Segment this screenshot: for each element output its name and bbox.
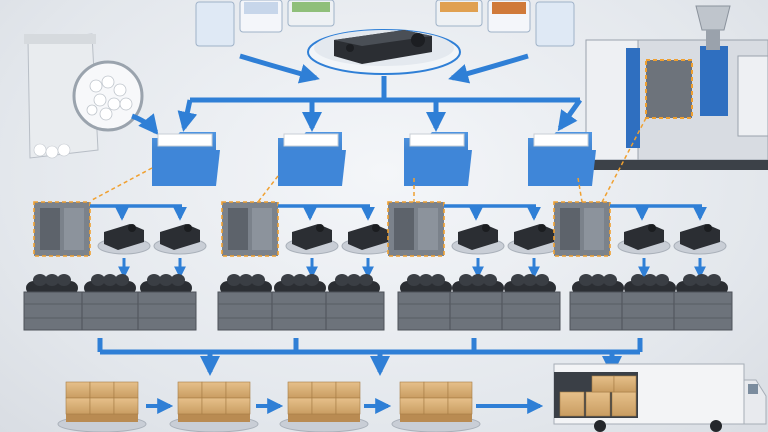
molded-part-icon	[285, 224, 339, 255]
resin-pellet-bag-icon	[24, 33, 159, 159]
molded-part-icon	[673, 224, 727, 255]
boxed-pallet-icon	[279, 381, 369, 432]
molded-part-icon	[451, 224, 505, 255]
parts-crate-icon	[217, 274, 277, 331]
molded-part-icon	[97, 224, 151, 255]
seasonal-calendar-icon	[195, 0, 575, 47]
crate-row	[23, 274, 733, 331]
mold-icon	[221, 201, 279, 257]
production-folders	[152, 132, 596, 186]
parts-crate-icon	[501, 274, 561, 331]
design-flow-arrows	[177, 53, 583, 132]
parts-crate-icon	[325, 274, 385, 331]
calendar-ring	[195, 0, 575, 75]
mold-to-parts-arrow	[90, 204, 187, 221]
molded-part-icon	[153, 224, 207, 255]
parts-crate-icon	[397, 274, 457, 331]
mold-to-parts-arrow	[278, 204, 375, 221]
parts-crate-icon	[81, 274, 141, 331]
boxed-pallet-icon	[169, 381, 259, 432]
mold-links	[91, 117, 647, 207]
molding-line	[553, 201, 727, 279]
mold-to-parts-arrow	[610, 204, 707, 221]
parts-crate-icon	[569, 274, 629, 331]
molding-line	[387, 201, 561, 279]
molding-line	[33, 201, 207, 279]
molded-part-icon	[507, 224, 561, 255]
production-folder-icon	[278, 132, 346, 186]
mold-icon	[553, 201, 611, 257]
parts-crate-icon	[137, 274, 197, 331]
boxed-pallet-icon	[391, 381, 481, 432]
parts-crate-icon	[621, 274, 681, 331]
part-design-icon	[334, 30, 432, 64]
molding-lines	[33, 201, 727, 279]
molded-part-icon	[617, 224, 671, 255]
injection-molding-machine-icon	[585, 5, 768, 170]
parts-crate-icon	[271, 274, 331, 331]
parts-crate-icon	[673, 274, 733, 331]
production-folder-icon	[152, 132, 220, 186]
production-folder-icon	[404, 132, 472, 186]
parts-crate-icon	[449, 274, 509, 331]
molded-part-icon	[341, 224, 395, 255]
mold-to-parts-arrow	[444, 204, 541, 221]
molding-line	[221, 201, 395, 279]
parts-crate-icon	[23, 274, 83, 331]
mold-icon	[33, 201, 91, 257]
delivery-truck-icon	[553, 363, 767, 432]
boxed-pallet-icon	[57, 381, 147, 432]
mold-icon	[387, 201, 445, 257]
pallet-row	[57, 381, 481, 432]
production-folder-icon	[528, 132, 596, 186]
